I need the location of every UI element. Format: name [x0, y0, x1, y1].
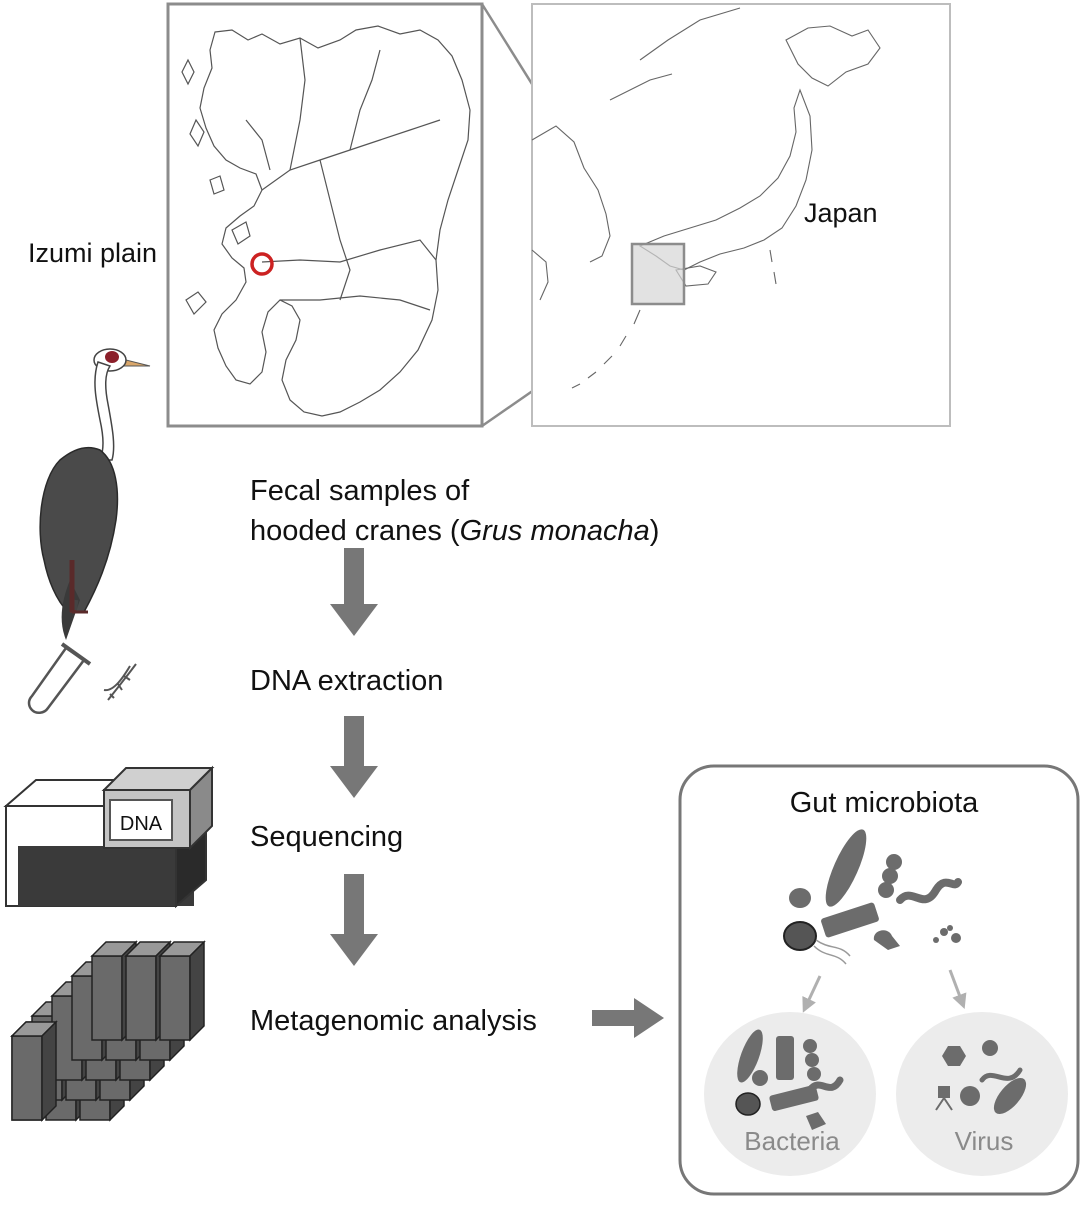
bacteria-group: Bacteria	[704, 1012, 876, 1176]
arrow-down-2	[330, 716, 378, 798]
microbiota-title: Gut microbiota	[790, 787, 979, 819]
arrow-to-virus	[948, 969, 967, 1010]
japan-label: Japan	[804, 198, 878, 228]
step-metagenomic-analysis: Metagenomic analysis	[250, 1005, 537, 1037]
bacteria-label: Bacteria	[744, 1126, 840, 1156]
test-tube-icon	[27, 642, 92, 714]
step-sequencing: Sequencing	[250, 821, 403, 853]
step-fecal-samples-line2: hooded cranes (Grus monacha)	[250, 515, 659, 547]
microbe-cluster	[789, 829, 962, 950]
step-dna-extraction: DNA extraction	[250, 665, 443, 697]
compute-cluster-icon	[10, 941, 205, 1122]
step-fecal-samples-line1: Fecal samples of	[250, 475, 470, 507]
izumi-plain-label: Izumi plain	[28, 238, 157, 268]
japan-map: Japan	[531, 3, 951, 427]
kyushu-map	[166, 2, 484, 428]
kyushu-highlight-box	[630, 242, 686, 306]
arrow-to-bacteria	[802, 975, 822, 1013]
gut-microbiota-panel: Gut microbiota	[678, 764, 1080, 1196]
sequencer-icon: DNA	[3, 765, 215, 909]
workflow-steps: Fecal samples of hooded cranes (Grus mon…	[250, 475, 659, 1037]
dna-helix-icon	[103, 663, 137, 701]
crane-legs	[69, 560, 88, 614]
crane-illustration	[39, 348, 151, 640]
workflow-arrows	[330, 548, 664, 1038]
flagellated-bacterium	[783, 921, 851, 965]
virus-label: Virus	[955, 1126, 1014, 1156]
virus-group: Virus	[896, 1012, 1068, 1176]
arrow-right	[592, 998, 664, 1038]
sequencer-screen-label: DNA	[120, 813, 163, 835]
izumi-plain-marker	[250, 252, 274, 276]
arrow-down-3	[330, 874, 378, 966]
arrow-down-1	[330, 548, 378, 636]
